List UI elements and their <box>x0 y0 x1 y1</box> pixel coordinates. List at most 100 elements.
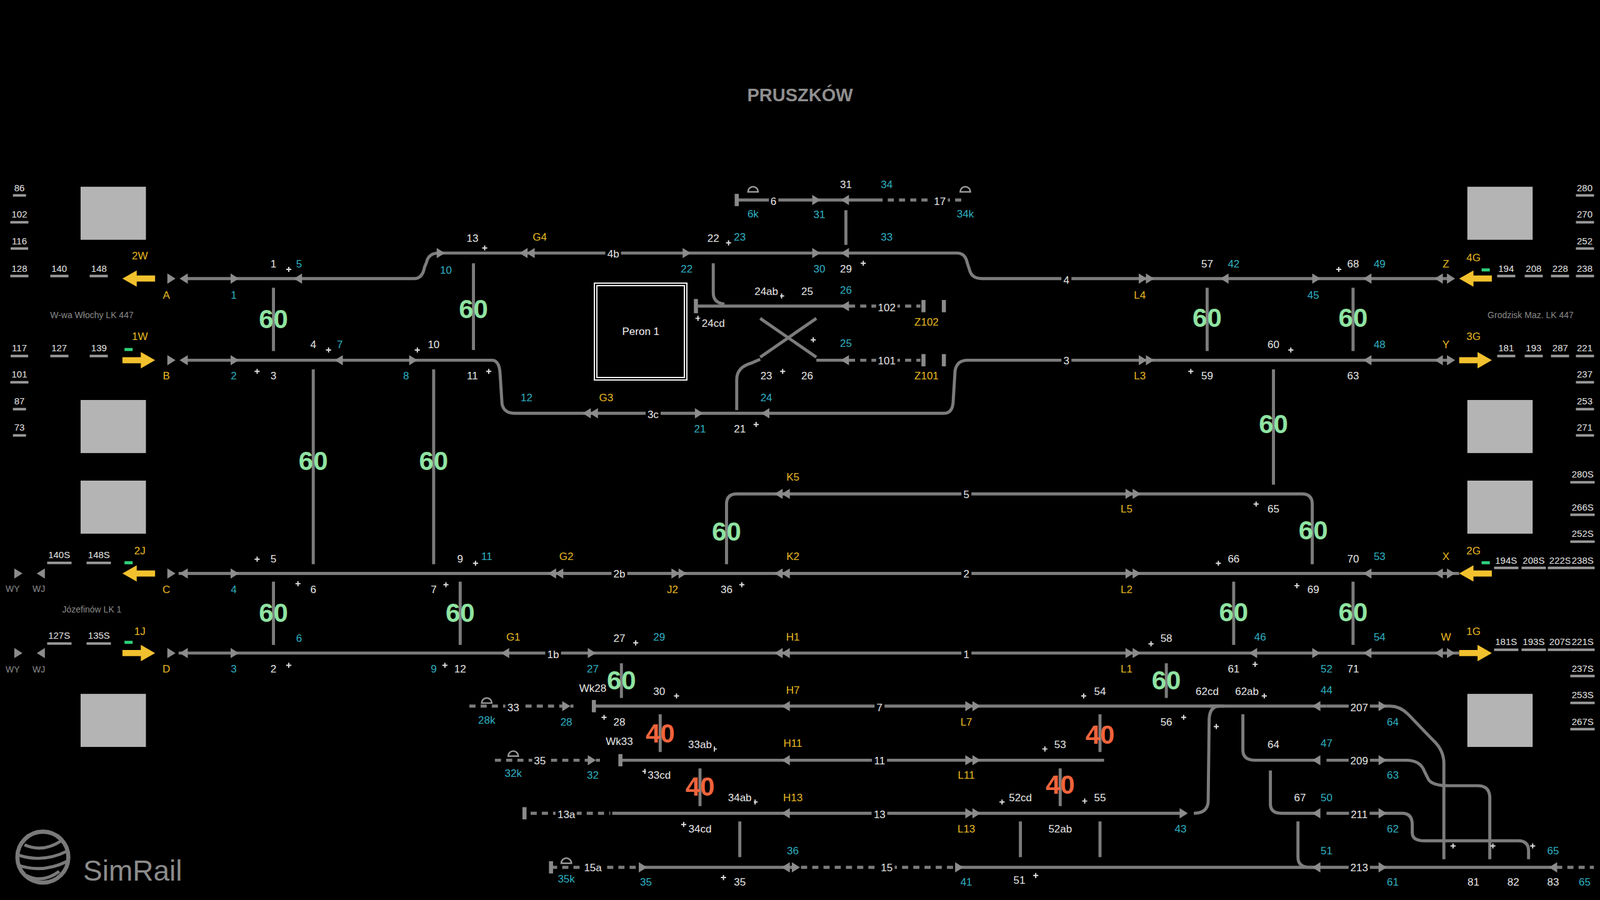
track-line <box>1018 821 1022 857</box>
switch-number: 213 <box>1348 862 1370 874</box>
direction-marker <box>167 355 176 365</box>
track-number: 139 <box>90 343 109 358</box>
direction-marker <box>335 355 344 365</box>
switch-number: 36 <box>718 584 735 596</box>
track-number: 280 <box>1575 182 1594 197</box>
track-number: 87 <box>13 396 27 411</box>
track-number: 237 <box>1575 369 1594 384</box>
buffer-stop <box>941 300 947 313</box>
signal-number: 33 <box>878 231 895 244</box>
switch-position-mark <box>1490 843 1495 849</box>
direction-marker <box>1138 355 1154 365</box>
direction-marker <box>774 568 790 579</box>
signal-name: W <box>1438 631 1453 644</box>
track-number: 194 <box>1496 263 1515 278</box>
signal-name: G3 <box>596 392 615 404</box>
track-number: 135S <box>86 630 112 645</box>
switch-number: 102 <box>876 302 898 314</box>
logo-icon <box>17 831 69 884</box>
signal-name: H13 <box>781 792 805 804</box>
direction-marker <box>1378 862 1387 873</box>
switch-position-mark <box>1530 843 1535 849</box>
signal-number: 6k <box>745 208 761 220</box>
speed-limit: 40 <box>1083 720 1117 749</box>
direction-marker <box>36 568 45 579</box>
signal-number: 48 <box>1371 339 1388 351</box>
signal-number: 41 <box>958 876 975 889</box>
signal-name: D <box>160 663 172 675</box>
direction-marker <box>436 248 445 259</box>
track-line <box>1209 704 1327 708</box>
signal-name: H1 <box>784 631 802 644</box>
line-name: Józefinów LK 1 <box>60 604 124 614</box>
speed-limit: 40 <box>643 720 677 748</box>
switch-number: 25 <box>799 286 815 298</box>
signal-number: 22 <box>678 263 695 275</box>
signal-number: 65 <box>1545 845 1561 857</box>
switch-position-mark <box>295 581 301 587</box>
switch-number: 60 <box>1265 339 1282 351</box>
track-line <box>183 360 1452 414</box>
direction-marker <box>167 273 176 284</box>
track-number: 270 <box>1575 209 1594 224</box>
direction-marker <box>501 648 510 659</box>
direction-marker <box>1179 808 1188 819</box>
switch-number: 24ab <box>752 286 780 298</box>
logo-text: SimRail <box>81 855 184 885</box>
buffer-stop <box>591 700 597 713</box>
switch-number: 71 <box>1345 663 1361 675</box>
speed-limit: 60 <box>1190 304 1224 332</box>
direction-marker <box>14 568 23 579</box>
signal-number: 10 <box>438 265 454 277</box>
direction-marker <box>179 273 188 284</box>
signal-name: 2J <box>132 545 148 557</box>
signal-name: 1G <box>1464 626 1483 638</box>
direction-marker <box>562 701 571 712</box>
switch-number: 66 <box>1225 553 1242 565</box>
track-number: 228 <box>1551 263 1570 278</box>
signal-number: 6 <box>294 633 304 645</box>
switch-number: 3 <box>268 371 279 383</box>
direction-marker <box>1220 273 1229 284</box>
track-line <box>760 318 817 357</box>
switch-position-mark <box>1336 266 1342 272</box>
track-line <box>1326 706 1444 860</box>
signal-number: 2 <box>228 371 239 383</box>
track-number: 237S <box>1570 663 1595 678</box>
track-number: 252 <box>1575 235 1594 250</box>
direction-marker <box>1378 701 1387 712</box>
switch-position-mark <box>633 640 639 645</box>
line-name: WJ <box>30 665 47 675</box>
speed-limit: 60 <box>1336 304 1370 332</box>
derailer-symbol <box>508 751 519 757</box>
signal-name: 1J <box>132 626 148 638</box>
direction-marker <box>230 648 239 659</box>
switch-position-mark <box>1042 746 1048 752</box>
signal-number: 7 <box>335 339 345 351</box>
direction-marker <box>1312 273 1321 284</box>
signal-number: 25 <box>838 338 854 350</box>
direction-marker <box>1125 648 1141 659</box>
switch-number: 33ab <box>686 739 714 751</box>
track-number: 193S <box>1521 636 1546 652</box>
signal-number: 30 <box>811 263 828 275</box>
direction-marker <box>1363 648 1372 659</box>
track-number: 253 <box>1575 396 1594 411</box>
switch-number: 70 <box>1345 553 1361 565</box>
track-number: 208 <box>1524 263 1543 278</box>
signal-number: 63 <box>1385 770 1401 782</box>
siding-line <box>1556 865 1594 869</box>
direction-marker <box>812 248 821 259</box>
track-number: 181S <box>1493 636 1519 652</box>
speed-limit: 60 <box>256 305 290 334</box>
signal-number: 32k <box>503 768 524 780</box>
signal-name: 2G <box>1464 545 1483 557</box>
switch-position-mark <box>726 240 732 245</box>
signal-number: 42 <box>1225 258 1242 270</box>
signal-name: K5 <box>784 471 802 484</box>
track-number: 238S <box>1570 555 1595 570</box>
direction-marker <box>1446 648 1455 659</box>
switch-position-mark <box>753 421 759 427</box>
block-indicator <box>80 186 146 240</box>
direction-marker <box>781 755 790 765</box>
